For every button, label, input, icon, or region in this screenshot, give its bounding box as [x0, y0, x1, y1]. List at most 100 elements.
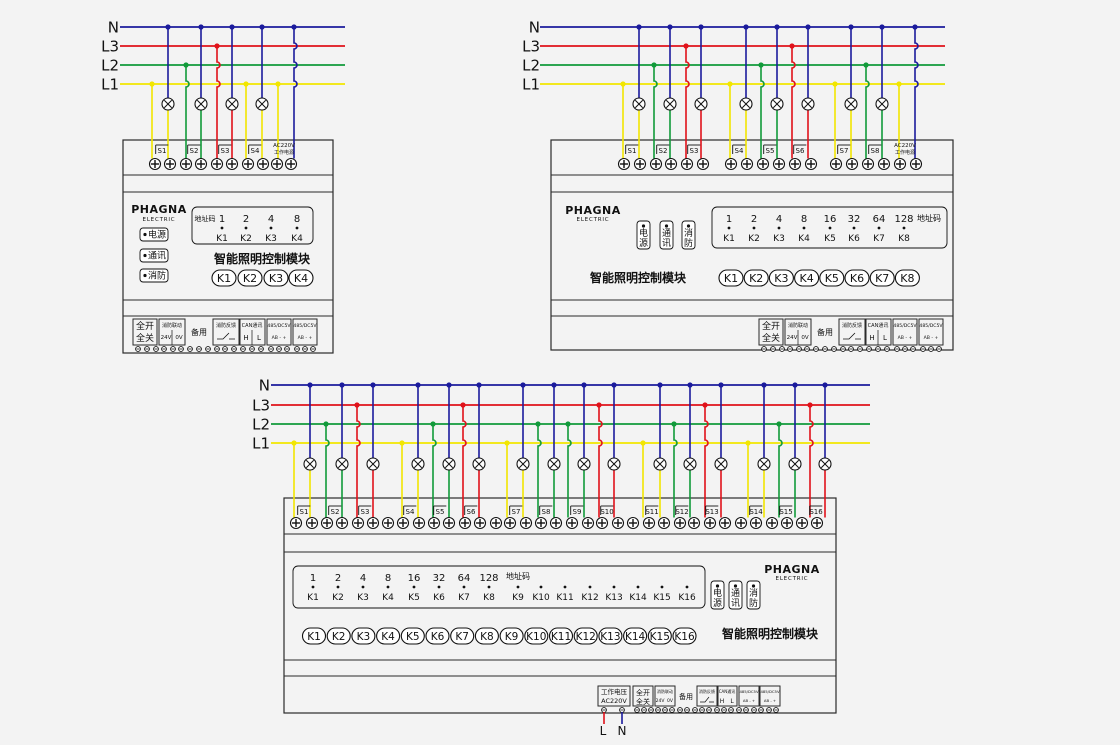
indicator-frame	[710, 580, 725, 610]
small-terminal-icon	[804, 346, 810, 352]
channel-key-button: K14	[623, 627, 648, 645]
lamp-icon	[788, 457, 802, 471]
junction-dot	[446, 382, 452, 388]
lamp-cross	[609, 459, 619, 469]
lamp-cross	[716, 459, 726, 469]
address-key-label: K13	[605, 593, 622, 603]
key-button-outline	[869, 269, 895, 287]
address-key-label: K1	[307, 593, 319, 603]
junction-dot	[640, 440, 646, 446]
junction-dot	[214, 43, 220, 49]
terminal-text: 全开	[762, 320, 780, 332]
address-key-label: K4	[382, 593, 394, 603]
junction-dot	[687, 382, 693, 388]
drop-wire	[598, 405, 603, 518]
switch-label: S5	[763, 144, 777, 155]
terminal-text: CAN通讯	[868, 322, 889, 329]
terminal-screw-icon	[241, 157, 255, 171]
junction-dot	[504, 440, 510, 446]
small-terminal-icon	[144, 346, 150, 352]
key-button-label: K13	[600, 631, 620, 643]
channel-key-button: K11	[548, 627, 574, 645]
drop-wire	[760, 65, 765, 159]
terminal-text: 全关	[136, 332, 154, 344]
lamp-icon	[875, 97, 889, 111]
drop-wire	[704, 405, 709, 518]
terminal-screw-icon	[473, 516, 487, 530]
small-terminal-icon	[779, 346, 785, 352]
address-key-label: K7	[873, 234, 885, 244]
address-dip-dot	[685, 585, 689, 589]
terminal-screw-icon	[877, 157, 891, 171]
module-title: 智能照明控制模块	[589, 270, 687, 285]
drop-wire	[778, 424, 783, 518]
junction-dot	[291, 440, 297, 446]
address-key-label: K2	[332, 593, 344, 603]
junction-dot	[354, 402, 360, 408]
terminal-screw-icon	[611, 516, 625, 530]
supply-label-n: N	[618, 724, 627, 738]
brand-logo: PHAGNA	[131, 203, 187, 216]
junction-dot	[774, 24, 780, 30]
small-terminal-icon	[170, 346, 176, 352]
switch-label-text: S7	[512, 508, 521, 516]
small-terminal-icon	[669, 707, 675, 713]
terminal-screw-icon	[861, 157, 875, 171]
terminal-screw-icon	[565, 516, 579, 530]
terminal-screw-icon	[749, 516, 763, 530]
small-terminal-icon	[249, 346, 255, 352]
drop-wire	[325, 424, 330, 518]
terminal-text: 485/DC5V	[739, 689, 759, 694]
small-terminal-icon	[758, 707, 764, 713]
address-dip-dot	[777, 226, 781, 230]
address-label: 地址码	[506, 571, 530, 581]
drop-wire	[356, 405, 361, 518]
power-label: AC220V	[273, 143, 295, 149]
lamp-cross	[444, 459, 454, 469]
switch-label: S2	[187, 144, 201, 155]
brand-sub: ELECTRIC	[776, 576, 809, 582]
junction-dot	[198, 24, 204, 30]
lamp-cross	[655, 459, 665, 469]
terminal-text: 0V	[667, 698, 674, 704]
key-button-outline	[499, 627, 524, 645]
address-key-label: K2	[240, 234, 252, 244]
channel-key-button: K3	[768, 269, 794, 287]
brand-logo: PHAGNA	[565, 204, 621, 217]
address-value: 1	[310, 573, 316, 584]
channel-key-button: K8	[474, 627, 499, 645]
address-dip-dot	[361, 585, 365, 589]
address-key-label: K15	[653, 593, 670, 603]
address-dip-dot	[877, 226, 881, 230]
lamp-cross	[759, 459, 769, 469]
small-terminal-icon	[706, 707, 712, 713]
address-value: 2	[335, 573, 341, 584]
switch-label-text: S16	[809, 508, 823, 516]
address-key-label: K10	[532, 593, 550, 603]
indicator-text: 源	[713, 598, 722, 609]
switch-label-text: S8	[871, 147, 880, 155]
small-terminal-icon	[857, 346, 863, 352]
switch-label: S13	[705, 505, 719, 516]
terminal-text: 备用	[817, 327, 833, 337]
switch-label-text: S15	[779, 508, 792, 516]
key-button-outline	[263, 269, 289, 287]
key-button-outline	[718, 269, 744, 287]
switch-label-text: S10	[600, 508, 613, 516]
address-value: 4	[268, 214, 274, 225]
address-dip-dot	[539, 585, 543, 589]
switch-label: S6	[793, 144, 807, 155]
address-key-label: K8	[898, 234, 910, 244]
drop-wire	[216, 46, 221, 159]
channel-key-button: K2	[326, 627, 351, 645]
junction-dot	[415, 382, 421, 388]
terminal-text: 全开	[136, 320, 154, 332]
lamp-cross	[413, 459, 423, 469]
module-title: 智能照明控制模块	[213, 251, 311, 266]
terminal-screw-icon	[284, 157, 298, 171]
terminal-screw-icon	[458, 516, 472, 530]
key-button-label: K7	[875, 272, 889, 285]
key-button-outline	[301, 627, 327, 645]
terminal-text: AB - +	[898, 335, 913, 341]
key-button-label: K1	[724, 272, 738, 285]
